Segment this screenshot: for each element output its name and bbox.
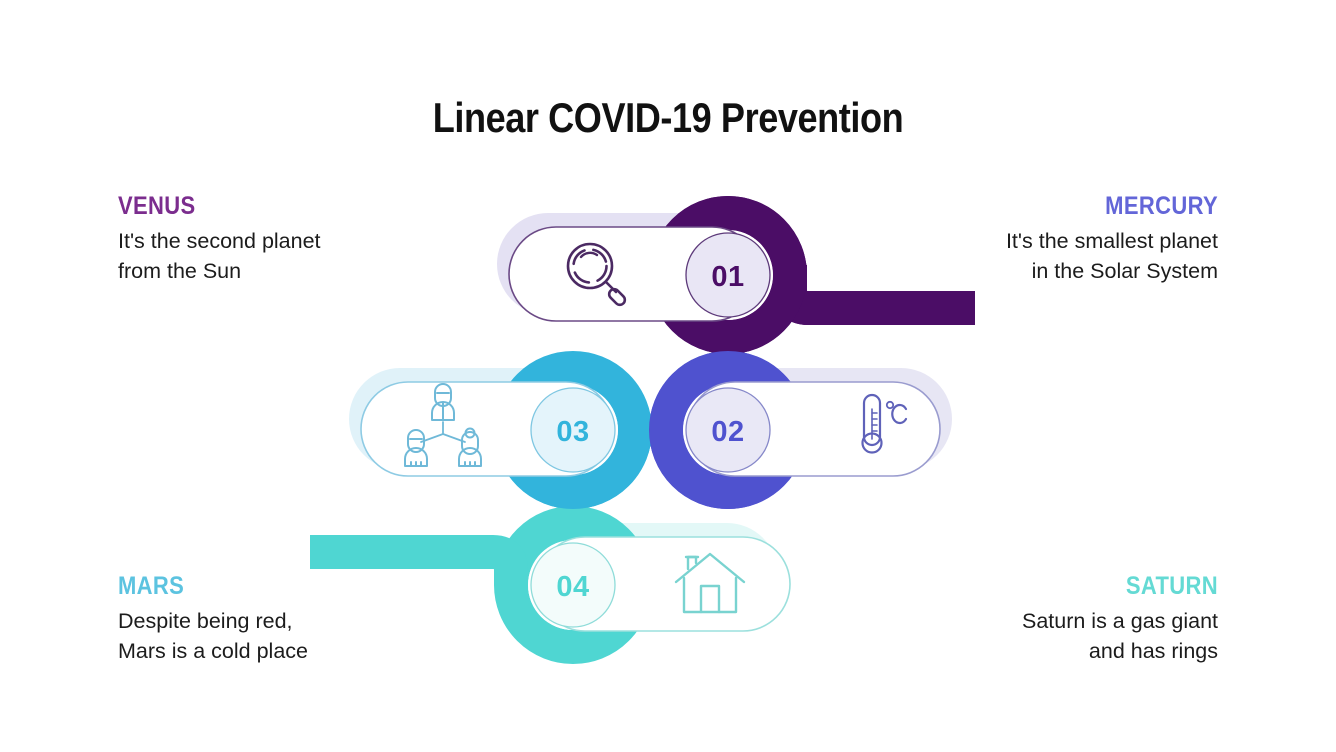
number-discs — [530, 232, 771, 628]
number-disc-02[interactable] — [685, 387, 771, 473]
number-disc-03[interactable] — [530, 387, 616, 473]
people-group-icon — [404, 383, 482, 467]
step-number-01: 01 — [711, 261, 744, 293]
text-block-saturn: SATURN Saturn is a gas giant and has rin… — [1022, 572, 1218, 666]
heading-mercury: MERCURY — [1105, 192, 1218, 220]
number-disc-01[interactable] — [685, 232, 771, 318]
magnifier-icon — [566, 242, 627, 307]
heading-saturn: SATURN — [1125, 572, 1218, 600]
step-number-02: 02 — [711, 416, 744, 448]
heading-venus: VENUS — [118, 192, 196, 220]
body-venus: It's the second planet from the Sun — [118, 229, 321, 283]
track-bridge-03-04 — [494, 430, 652, 509]
text-block-mercury: MERCURY It's the smallest planet in the … — [1006, 192, 1218, 286]
page-title: Linear COVID-19 Prevention — [432, 94, 904, 141]
step-number-03: 03 — [556, 416, 589, 448]
text-block-venus: VENUS It's the second planet from the Su… — [118, 192, 321, 286]
body-saturn: Saturn is a gas giant and has rings — [1021, 609, 1218, 663]
house-icon — [674, 552, 746, 614]
body-mars: Despite being red, Mars is a cold place — [118, 609, 308, 663]
number-labels: 01 02 03 04 — [556, 261, 744, 603]
thermometer-icon — [861, 393, 908, 454]
body-mercury: It's the smallest planet in the Solar Sy… — [1005, 229, 1218, 283]
number-disc-04[interactable] — [530, 542, 616, 628]
step-number-04: 04 — [556, 571, 589, 603]
text-block-mars: MARS Despite being red, Mars is a cold p… — [118, 572, 308, 666]
heading-mars: MARS — [118, 572, 185, 600]
